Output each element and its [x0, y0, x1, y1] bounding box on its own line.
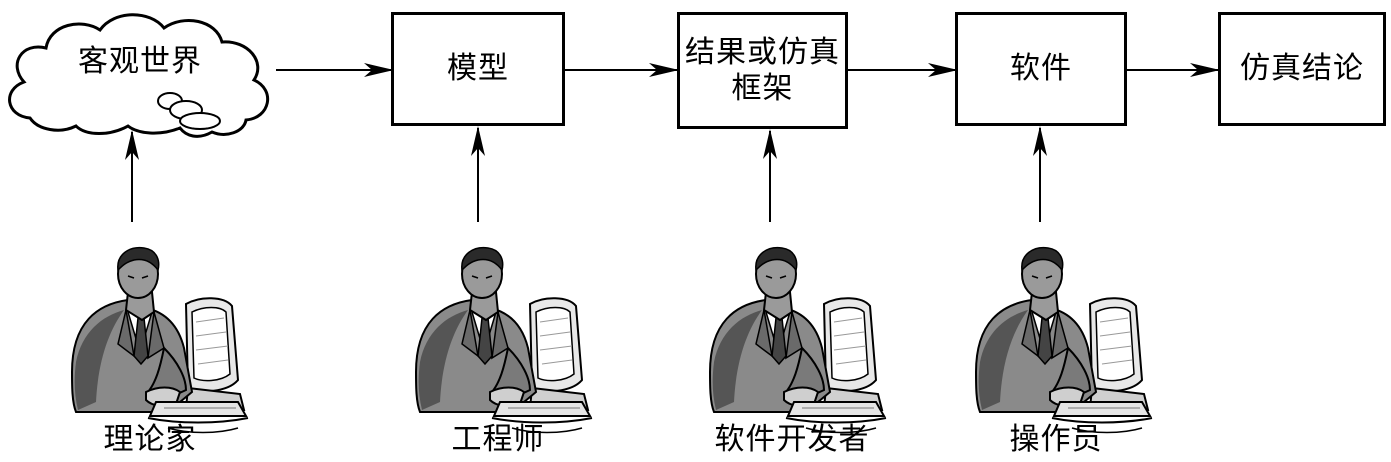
role-theorist-label: 理论家	[103, 422, 197, 457]
stage-conclusion-label: 仿真结论	[1240, 51, 1364, 86]
stage-software-box: 软件	[955, 12, 1127, 126]
role-operator-label: 操作员	[1009, 422, 1103, 457]
stage-framework-label: 结果或仿真 框架	[685, 35, 840, 107]
role-engineer-label: 工程师	[451, 422, 545, 457]
theorist-person-icon	[71, 246, 249, 434]
stage-model-box: 模型	[391, 12, 565, 126]
developer-person-icon	[709, 246, 887, 434]
cloud-icon	[8, 13, 270, 138]
stage-framework-label-line2: 框架	[731, 70, 794, 106]
engineer-person-icon	[415, 246, 593, 434]
stage-software-label: 软件	[1010, 51, 1072, 86]
stage-conclusion-box: 仿真结论	[1218, 12, 1386, 126]
operator-person-icon	[975, 246, 1153, 434]
stage-world-label: 客观世界	[78, 44, 202, 79]
stage-framework-label-line1: 结果或仿真	[685, 34, 840, 70]
stage-model-label: 模型	[447, 51, 509, 86]
stage-framework-box: 结果或仿真 框架	[677, 12, 848, 129]
role-developer-label: 软件开发者	[714, 422, 870, 457]
